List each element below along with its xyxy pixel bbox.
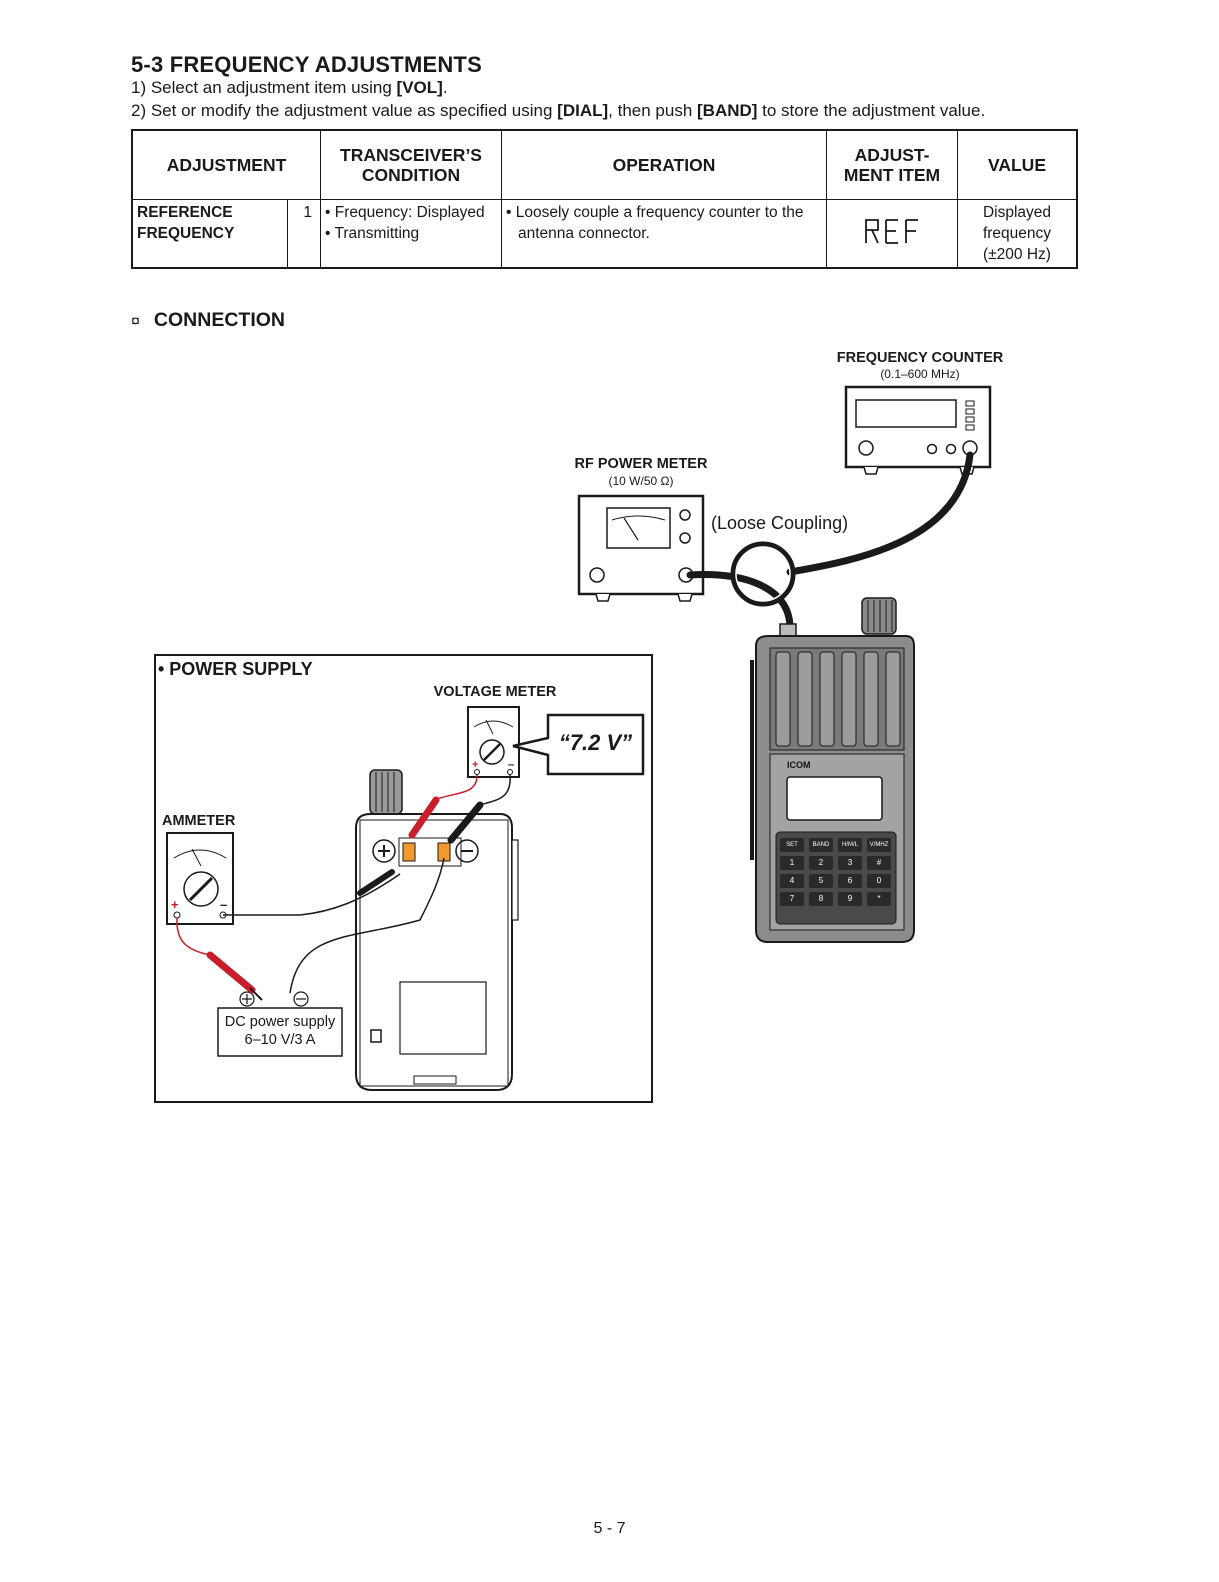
voltage-meter: + – xyxy=(467,706,520,778)
ammeter: + – xyxy=(166,832,234,925)
adjustment-line-1: REFERENCE xyxy=(137,204,233,221)
ref-segment-display xyxy=(865,218,918,244)
header-adjustment: ADJUSTMENT xyxy=(131,129,321,200)
value-line-1: Displayed xyxy=(982,204,1052,221)
step-1: 1) Select an adjustment item using [VOL]… xyxy=(131,78,448,97)
key-9: 9 xyxy=(838,892,862,906)
key-4: 4 xyxy=(780,874,804,888)
connection-title: ¤ CONNECTION xyxy=(131,309,285,332)
connection-title-text: CONNECTION xyxy=(153,309,285,331)
rf-power-meter xyxy=(577,494,705,602)
dc-supply-line-2: 6–10 V/3 A xyxy=(244,1032,316,1048)
key-5: 5 xyxy=(809,874,833,888)
cell-operation: • Loosely couple a frequency counter to … xyxy=(501,199,827,269)
key-hash: # xyxy=(867,856,891,870)
condition-line-2: • Transmitting xyxy=(325,225,420,242)
rf-power-meter-spec: (10 W/50 Ω) xyxy=(608,474,674,488)
key-1: 1 xyxy=(780,856,804,870)
step-2: 2) Set or modify the adjustment value as… xyxy=(131,101,986,120)
voltage-meter-plus: + xyxy=(472,759,478,771)
ammeter-label: AMMETER xyxy=(162,813,236,829)
value-line-2: frequency xyxy=(982,225,1052,242)
voltage-meter-label: VOLTAGE METER xyxy=(433,684,557,700)
adjustment-line-2: FREQUENCY xyxy=(137,225,235,242)
rf-power-meter-label: RF POWER METER xyxy=(574,456,708,472)
ammeter-minus: – xyxy=(220,897,227,912)
frequency-counter-label: FREQUENCY COUNTER xyxy=(836,350,1004,366)
page-number: 5 - 7 xyxy=(593,1520,626,1537)
key-0: 0 xyxy=(867,874,891,888)
table-header-row: ADJUSTMENT TRANSCEIVER’S CONDITION OPERA… xyxy=(131,129,1078,200)
ammeter-plus: + xyxy=(171,897,179,912)
power-supply-title: • POWER SUPPLY xyxy=(158,659,313,679)
frequency-counter xyxy=(844,385,992,475)
key-band: BAND xyxy=(809,838,833,852)
key-6: 6 xyxy=(838,874,862,888)
adjustment-table: ADJUSTMENT TRANSCEIVER’S CONDITION OPERA… xyxy=(131,129,1078,269)
dc-supply-line-1: DC power supply xyxy=(224,1014,336,1030)
radio-keypad: SET BAND H/M/L V/MHZ 1 2 3 # 4 5 6 0 7 8… xyxy=(780,838,894,906)
dc-power-supply xyxy=(217,1007,343,1057)
key-star: * xyxy=(867,892,891,906)
operation-line-2: antenna connector. xyxy=(518,225,650,242)
section-title: 5-3 FREQUENCY ADJUSTMENTS xyxy=(131,52,482,77)
key-2: 2 xyxy=(809,856,833,870)
loose-coupling-label: (Loose Coupling) xyxy=(711,513,849,533)
radio-back-view xyxy=(355,769,519,1091)
value-line-3: (±200 Hz) xyxy=(983,246,1051,263)
table-row: REFERENCE FREQUENCY 1 • Frequency: Displ… xyxy=(131,199,1078,269)
key-vmhz: V/MHZ xyxy=(867,838,891,852)
condition-line-1: • Frequency: Displayed xyxy=(325,204,485,221)
voltage-reading: “7.2 V” xyxy=(558,730,633,755)
cell-value: Displayed frequency (±200 Hz) xyxy=(957,199,1078,269)
key-hml: H/M/L xyxy=(838,838,862,852)
power-supply-box xyxy=(154,654,653,1103)
key-3: 3 xyxy=(838,856,862,870)
key-8: 8 xyxy=(809,892,833,906)
radio-brand-logo: ICOM xyxy=(787,760,811,770)
key-set: SET xyxy=(780,838,804,852)
cell-condition: • Frequency: Displayed • Transmitting xyxy=(320,199,502,269)
cell-adjustment: REFERENCE FREQUENCY xyxy=(131,199,288,269)
frequency-counter-range: (0.1–600 MHz) xyxy=(880,367,960,381)
header-adjustment-item: ADJUST- MENT ITEM xyxy=(826,129,958,200)
voltage-meter-minus: – xyxy=(508,759,514,771)
cell-adjustment-item xyxy=(826,199,958,269)
key-7: 7 xyxy=(780,892,804,906)
header-value: VALUE xyxy=(957,129,1078,200)
section-marker: ¤ xyxy=(131,313,140,330)
operation-line-1: • Loosely couple a frequency counter to … xyxy=(506,204,804,221)
cell-step: 1 xyxy=(287,199,321,269)
